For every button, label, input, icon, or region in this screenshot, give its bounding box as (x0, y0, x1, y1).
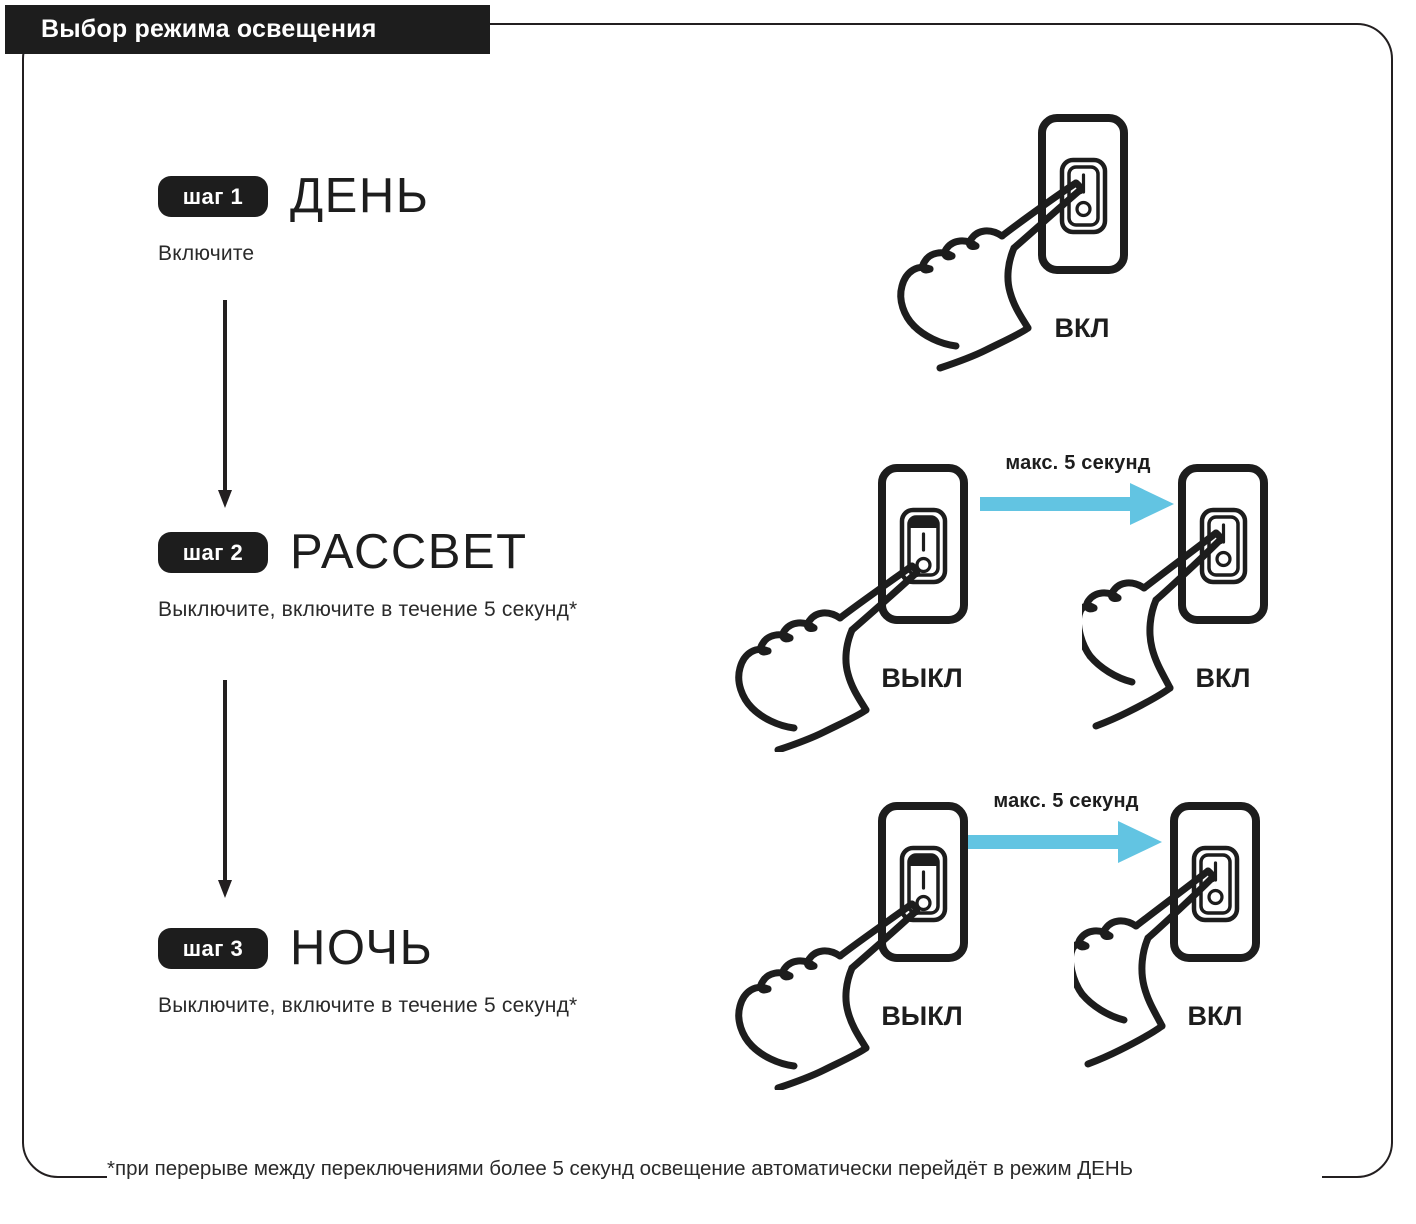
illustration-step-2-on: ВКЛ (1082, 462, 1372, 752)
hand-pointing-icon (1074, 867, 1217, 1068)
step-1: шаг 1 ДЕНЬ Включите (158, 172, 429, 266)
timing-label-step-2: макс. 5 секунд (1005, 452, 1151, 474)
footnote: *при перерыве между переключениями более… (107, 1152, 1322, 1186)
right-arrow-icon (968, 821, 1162, 863)
step-2-mode: РАССВЕТ (290, 525, 528, 579)
hand-pointing-icon (735, 900, 921, 1090)
rocker-tilt-shadow (909, 518, 938, 528)
flow-arrow-1-to-2 (218, 300, 232, 508)
timing-arrow-step-3: макс. 5 секунд (966, 790, 1166, 870)
timing-label-step-3: макс. 5 секунд (993, 790, 1139, 812)
switch-hand-on-graphic: ВКЛ (897, 114, 1128, 372)
switch-off-mark-icon (1207, 888, 1224, 906)
right-arrow-icon (980, 483, 1174, 525)
action-label-3-1: ВЫКЛ (881, 1001, 962, 1031)
switch-off-mark-icon (1215, 550, 1232, 568)
step-3-header: шаг 3 НОЧЬ (158, 924, 577, 973)
step-3-pill-label: шаг 3 (182, 935, 244, 961)
page-title: Выбор режима освещения (41, 15, 377, 43)
rocker-tilt-shadow (909, 856, 938, 866)
illustration-step-3-off: ВЫКЛ (730, 800, 1020, 1090)
step-1-header: шаг 1 ДЕНЬ (158, 172, 429, 221)
step-2: шаг 2 РАССВЕТ Выключите, включите в тече… (158, 528, 577, 622)
illustration-step-2-off: ВЫКЛ (730, 462, 1020, 752)
action-label-2-1: ВЫКЛ (881, 663, 962, 693)
switch-off-mark-icon (915, 556, 932, 574)
switch-hand-off-graphic: ВЫКЛ (735, 802, 968, 1090)
step-1-description: Включите (158, 242, 255, 265)
step-3-mode: НОЧЬ (290, 921, 434, 975)
step-1-pill: шаг 1 (158, 176, 268, 217)
hand-pointing-icon (1082, 529, 1225, 730)
illustration-step-1-on: ВКЛ (890, 112, 1180, 372)
title-badge: Выбор режима освещения (5, 5, 490, 54)
switch-hand-on-graphic: ВКЛ (1074, 802, 1260, 1068)
step-2-pill: шаг 2 (158, 532, 268, 573)
step-3-description: Выключите, включите в течение 5 секунд* (158, 994, 578, 1017)
step-1-pill-label: шаг 1 (182, 183, 244, 209)
step-2-description: Выключите, включите в течение 5 секунд* (158, 598, 578, 621)
step-2-pill-label: шаг 2 (182, 539, 244, 565)
flow-arrow-2-to-3 (218, 680, 232, 898)
switch-hand-off-graphic: ВЫКЛ (735, 464, 968, 752)
step-3: шаг 3 НОЧЬ Выключите, включите в течение… (158, 924, 577, 1018)
step-1-mode: ДЕНЬ (290, 169, 430, 223)
switch-off-mark-icon (1075, 200, 1092, 218)
hand-pointing-icon (735, 562, 921, 752)
step-2-header: шаг 2 РАССВЕТ (158, 528, 577, 577)
step-3-pill: шаг 3 (158, 928, 268, 969)
hand-pointing-icon (897, 179, 1085, 372)
switch-hand-on-graphic: ВКЛ (1082, 464, 1268, 730)
illustration-step-3-on: ВКЛ (1074, 800, 1364, 1090)
switch-off-mark-icon (915, 894, 932, 912)
action-label-3-2: ВКЛ (1188, 1001, 1243, 1031)
timing-arrow-step-2: макс. 5 секунд (978, 452, 1178, 532)
action-label-2-2: ВКЛ (1196, 663, 1251, 693)
action-label-1-1: ВКЛ (1055, 313, 1110, 343)
